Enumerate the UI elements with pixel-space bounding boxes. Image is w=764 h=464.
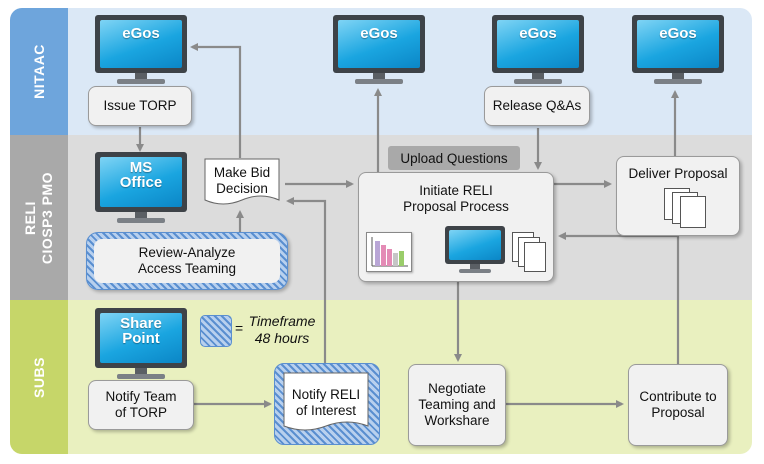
document-shape [204,158,280,205]
negotiate-line3: Workshare [424,413,490,428]
notify-team-box: Notify Team of TORP [88,380,194,430]
ms-office-line2: Office [119,174,163,191]
egos-label-2: eGos [360,25,398,42]
negotiate-line2: Teaming and [418,397,496,412]
upload-questions-label: Upload Questions [400,150,508,166]
deliver-proposal-label: Deliver Proposal [628,166,728,181]
negotiate-box: Negotiate Teaming and Workshare [408,364,506,446]
timeframe-line1: Timeframe [248,313,316,329]
legend-equals: = [235,320,244,336]
subs-lane-label: SUBS [10,300,68,454]
egos-monitor-2: eGos [333,15,425,85]
contribute-line1: Contribute to [639,389,717,404]
report-chart-icon [366,232,412,272]
egos-label-4: eGos [659,25,697,42]
notify-team-line1: Notify Team [105,389,177,404]
release-qa-box: Release Q&As [484,86,590,126]
review-line1: Review-Analyze [138,245,236,260]
issue-torp-label: Issue TORP [103,98,177,113]
proposal-documents-icon [664,188,706,228]
notify-team-line2: of TORP [114,405,168,420]
contribute-box: Contribute to Proposal [628,364,728,446]
review-line2: Access Teaming [137,261,237,276]
review-analyze-box: Review-Analyze Access Teaming [86,232,288,290]
make-bid-decision-doc: Make Bid Decision [204,158,280,208]
egos-label-1: eGos [122,25,160,42]
timeframe-line2: 48 hours [254,330,310,346]
arrow-bid-to-egos [190,43,242,158]
egos-monitor-3: eGos [492,15,584,85]
share-point-line2: Point [122,330,160,347]
egos-label-3: eGos [519,25,557,42]
issue-torp-box: Issue TORP [88,86,192,126]
make-bid-line2: Decision [216,181,268,196]
initiate-line2: Proposal Process [403,199,509,214]
timeframe-legend-swatch [200,315,232,347]
nitaac-lane-label: NITAAC [10,8,68,135]
make-bid-line1: Make Bid [213,165,271,180]
egos-monitor-1: eGos [95,15,187,85]
arrow-reli-to-bid [286,197,327,367]
timeframe-legend-text: Timeframe 48 hours [244,313,320,347]
ms-office-line1: MS [129,159,153,176]
notify-reli-line2: of Interest [295,403,357,418]
notify-reli-document-shape [283,372,369,431]
upload-questions-tab: Upload Questions [388,146,520,170]
notify-reli-doc: Notify RELI of Interest [283,372,369,434]
egos-monitor-4: eGos [632,15,724,85]
negotiate-line1: Negotiate [428,381,486,396]
documents-stack-icon [512,232,546,272]
arrow-contribute-to-initiate [558,232,680,364]
initiate-line1: Initiate RELI [419,183,493,198]
notify-reli-line1: Notify RELI [291,387,361,402]
bar-chart-graphic [371,237,408,267]
release-qa-label: Release Q&As [492,98,582,113]
process-monitor [445,226,505,274]
contribute-line2: Proposal [651,405,705,420]
share-point-line1: Share [120,315,162,332]
